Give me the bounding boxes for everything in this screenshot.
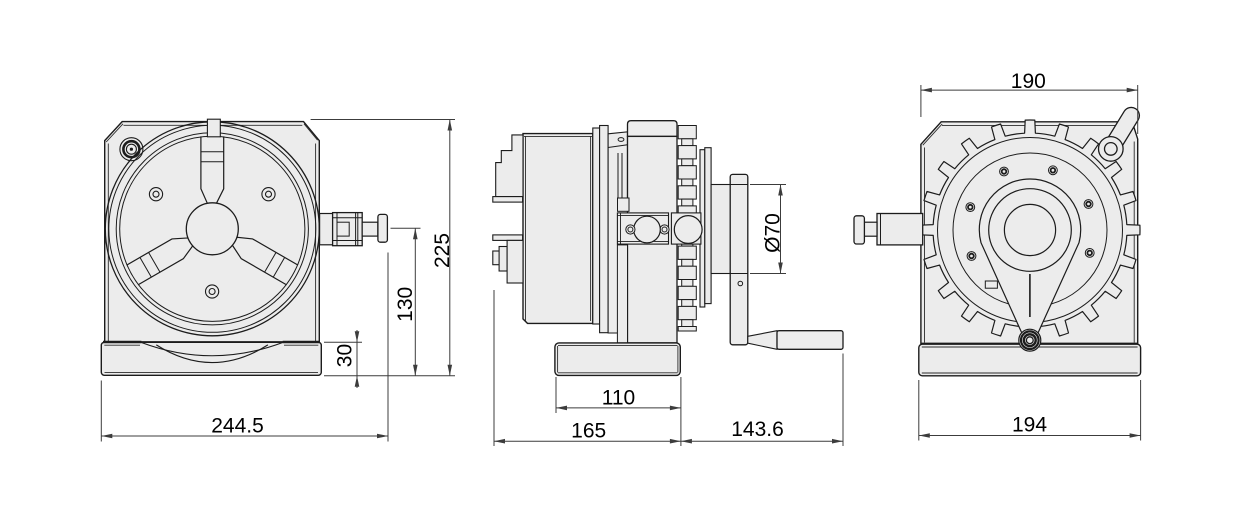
- svg-text:194: 194: [1012, 414, 1047, 437]
- svg-text:165: 165: [571, 419, 606, 442]
- svg-text:130: 130: [394, 287, 417, 322]
- svg-text:190: 190: [1011, 70, 1046, 93]
- svg-text:30: 30: [334, 344, 357, 367]
- svg-text:244.5: 244.5: [211, 415, 264, 438]
- svg-text:110: 110: [602, 387, 635, 410]
- svg-text:225: 225: [431, 233, 454, 268]
- svg-text:Ø70: Ø70: [762, 213, 785, 253]
- svg-text:143.6: 143.6: [731, 418, 784, 441]
